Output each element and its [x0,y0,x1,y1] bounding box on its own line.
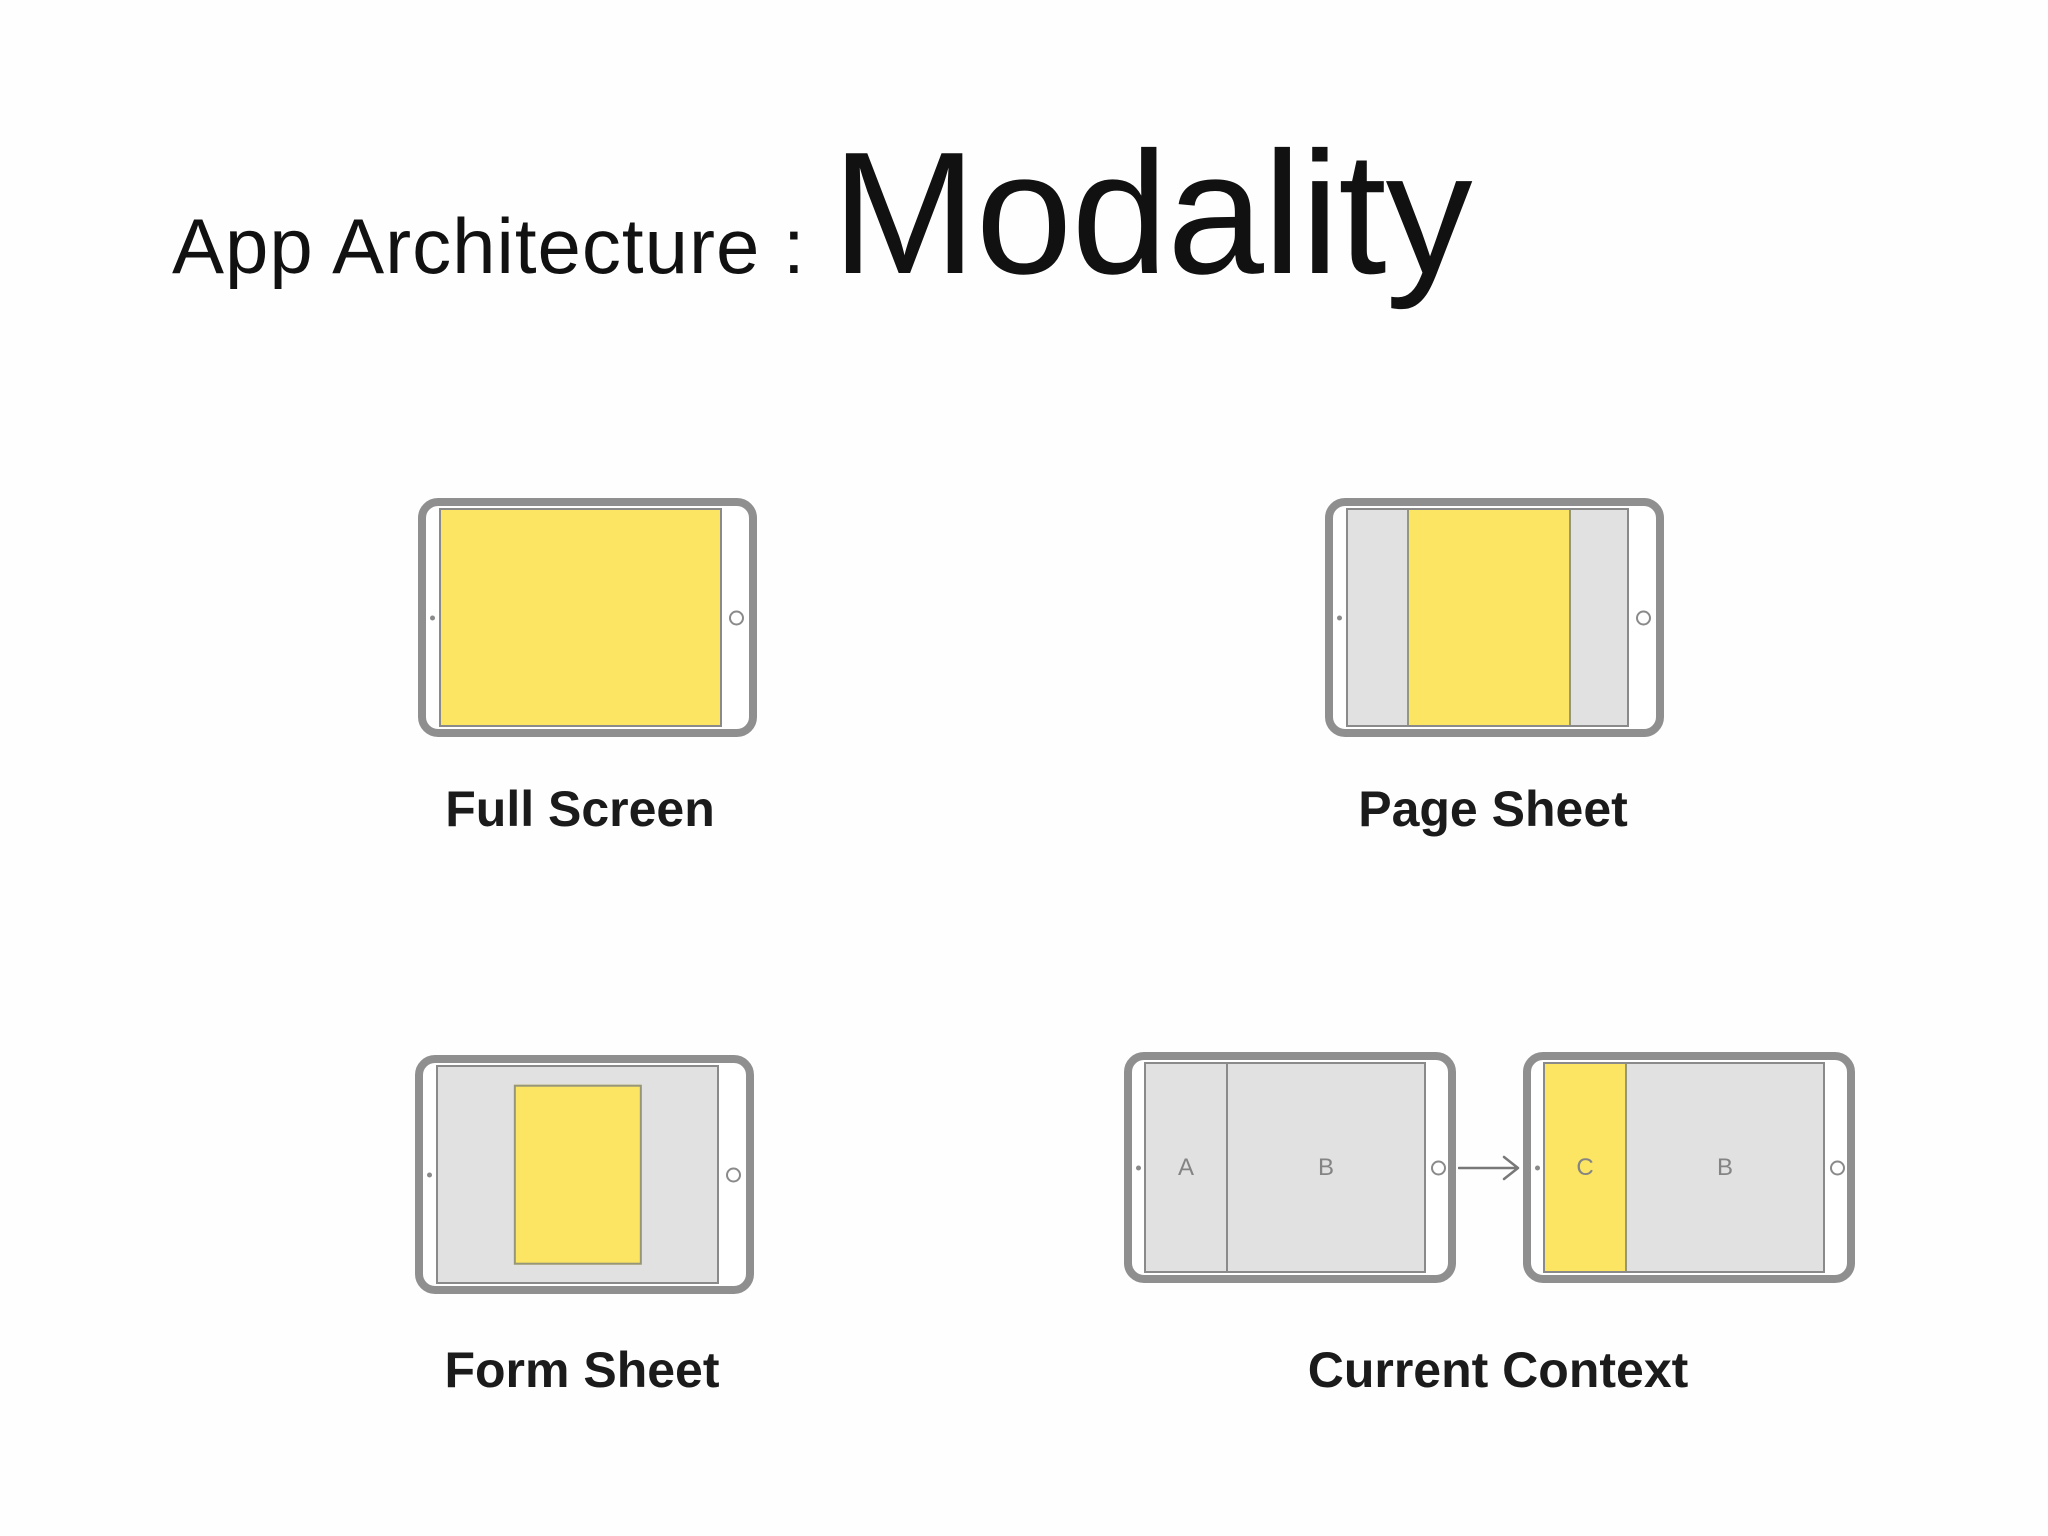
title-prefix: App Architecture : [172,202,806,290]
camera-icon [430,615,435,620]
master-panel: A [1146,1064,1228,1271]
camera-icon [427,1172,432,1177]
form-sheet-modal-surface [513,1084,642,1265]
split-view-screen: A B [1144,1062,1426,1273]
detail-panel-label: B [1317,1153,1334,1181]
full-screen-modal-surface [439,508,722,727]
context-modal-panel-label: C [1576,1153,1594,1181]
home-button-icon [729,610,744,625]
home-button-icon [1830,1160,1845,1175]
caption-page-sheet: Page Sheet [1358,781,1628,837]
caption-current-context: Current Context [1307,1342,1689,1398]
page-sheet-screen [1346,508,1629,727]
caption-full-screen: Full Screen [445,781,715,837]
ipad-current-context-after: C B [1523,1052,1855,1283]
detail-panel: B [1228,1064,1424,1271]
context-modal-panel: C [1545,1064,1627,1271]
camera-icon [1337,615,1342,620]
ipad-full-screen [418,498,757,737]
home-button-icon [726,1167,741,1182]
form-sheet-screen [436,1065,719,1284]
detail-panel-label: B [1716,1153,1733,1181]
home-button-icon [1431,1160,1446,1175]
page-sheet-modal-surface [1406,510,1572,725]
detail-panel: B [1627,1064,1823,1271]
camera-icon [1136,1165,1141,1170]
home-button-icon [1636,610,1651,625]
page-title: App Architecture : Modality [172,115,1473,310]
camera-icon [1535,1165,1540,1170]
ipad-current-context-before: A B [1124,1052,1456,1283]
transition-arrow-icon [1458,1155,1520,1181]
title-emphasis: Modality [831,115,1473,310]
split-view-screen: C B [1543,1062,1825,1273]
ipad-page-sheet [1325,498,1664,737]
master-panel-label: A [1177,1153,1194,1181]
ipad-form-sheet [415,1055,754,1294]
caption-form-sheet: Form Sheet [444,1342,720,1398]
